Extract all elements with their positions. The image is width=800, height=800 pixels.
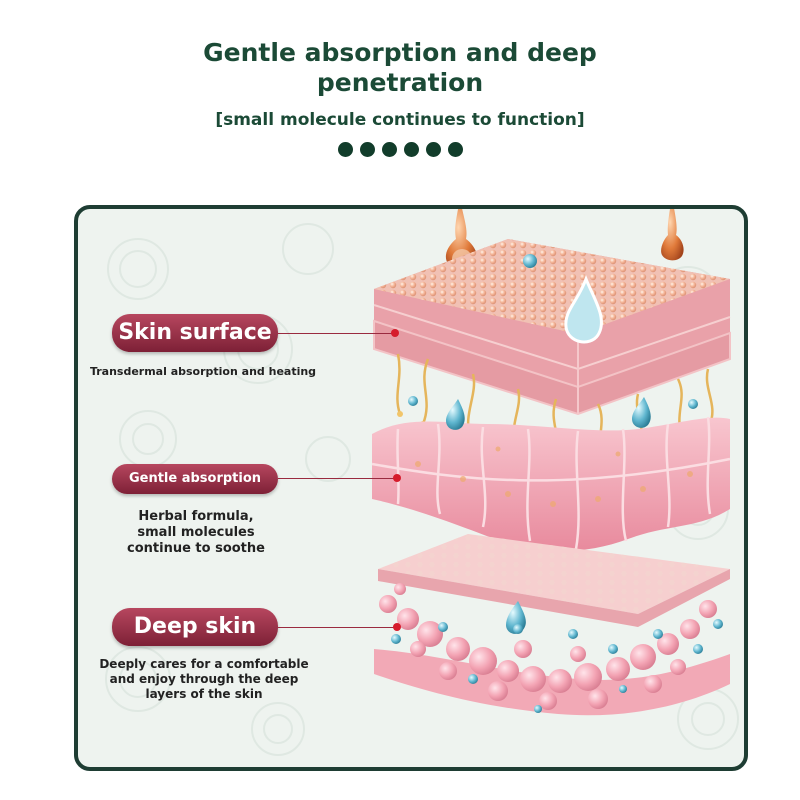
desc-gentle-absorption-line-3: continue to soothe — [127, 541, 265, 556]
pointer-dot-deep-skin — [393, 623, 401, 631]
label-skin-surface: Skin surface — [112, 314, 278, 352]
pointer-line-skin-surface — [278, 333, 392, 334]
layer-membrane — [378, 534, 730, 634]
pointer-line-deep-skin — [278, 627, 394, 628]
dot-6 — [447, 142, 463, 157]
desc-skin-surface: Transdermal absorption and heating — [88, 365, 318, 378]
dot-5 — [425, 142, 441, 157]
layer-skin-surface — [373, 239, 731, 416]
pointer-dot-gentle-absorption — [393, 474, 401, 482]
oil-droplet-right — [661, 209, 684, 261]
skin-layers-illustration — [371, 209, 731, 716]
dot-1 — [337, 142, 353, 157]
layer-deep-skin — [374, 583, 730, 716]
desc-deep-skin-line-2: and enjoy through the deep — [109, 672, 299, 686]
dot-2 — [359, 142, 375, 157]
dot-4 — [403, 142, 419, 157]
pointer-dot-skin-surface — [391, 329, 399, 337]
decorative-dots — [0, 142, 800, 157]
layer-gentle-absorption — [371, 396, 731, 551]
title-line-2: penetration — [316, 68, 484, 97]
desc-deep-skin: Deeply cares for a comfortable and enjoy… — [84, 657, 324, 702]
desc-gentle-absorption: Herbal formula, small molecules continue… — [96, 509, 296, 557]
skin-layers-panel: Skin surface Transdermal absorption and … — [74, 205, 748, 771]
desc-gentle-absorption-line-2: small molecules — [137, 525, 255, 540]
desc-skin-surface-line-1: Transdermal absorption and heating — [89, 365, 317, 378]
label-gentle-absorption: Gentle absorption — [112, 464, 278, 494]
page-title: Gentle absorption and deep penetration — [0, 38, 800, 98]
title-line-1: Gentle absorption and deep — [203, 38, 597, 67]
pointer-line-gentle-absorption — [278, 478, 394, 479]
desc-deep-skin-line-3: layers of the skin — [145, 687, 263, 701]
page-subtitle: [small molecule continues to function] — [215, 110, 585, 130]
dot-3 — [381, 142, 397, 157]
label-deep-skin: Deep skin — [112, 608, 278, 646]
desc-deep-skin-line-1: Deeply cares for a comfortable — [99, 657, 309, 671]
desc-gentle-absorption-line-1: Herbal formula, — [138, 509, 254, 524]
